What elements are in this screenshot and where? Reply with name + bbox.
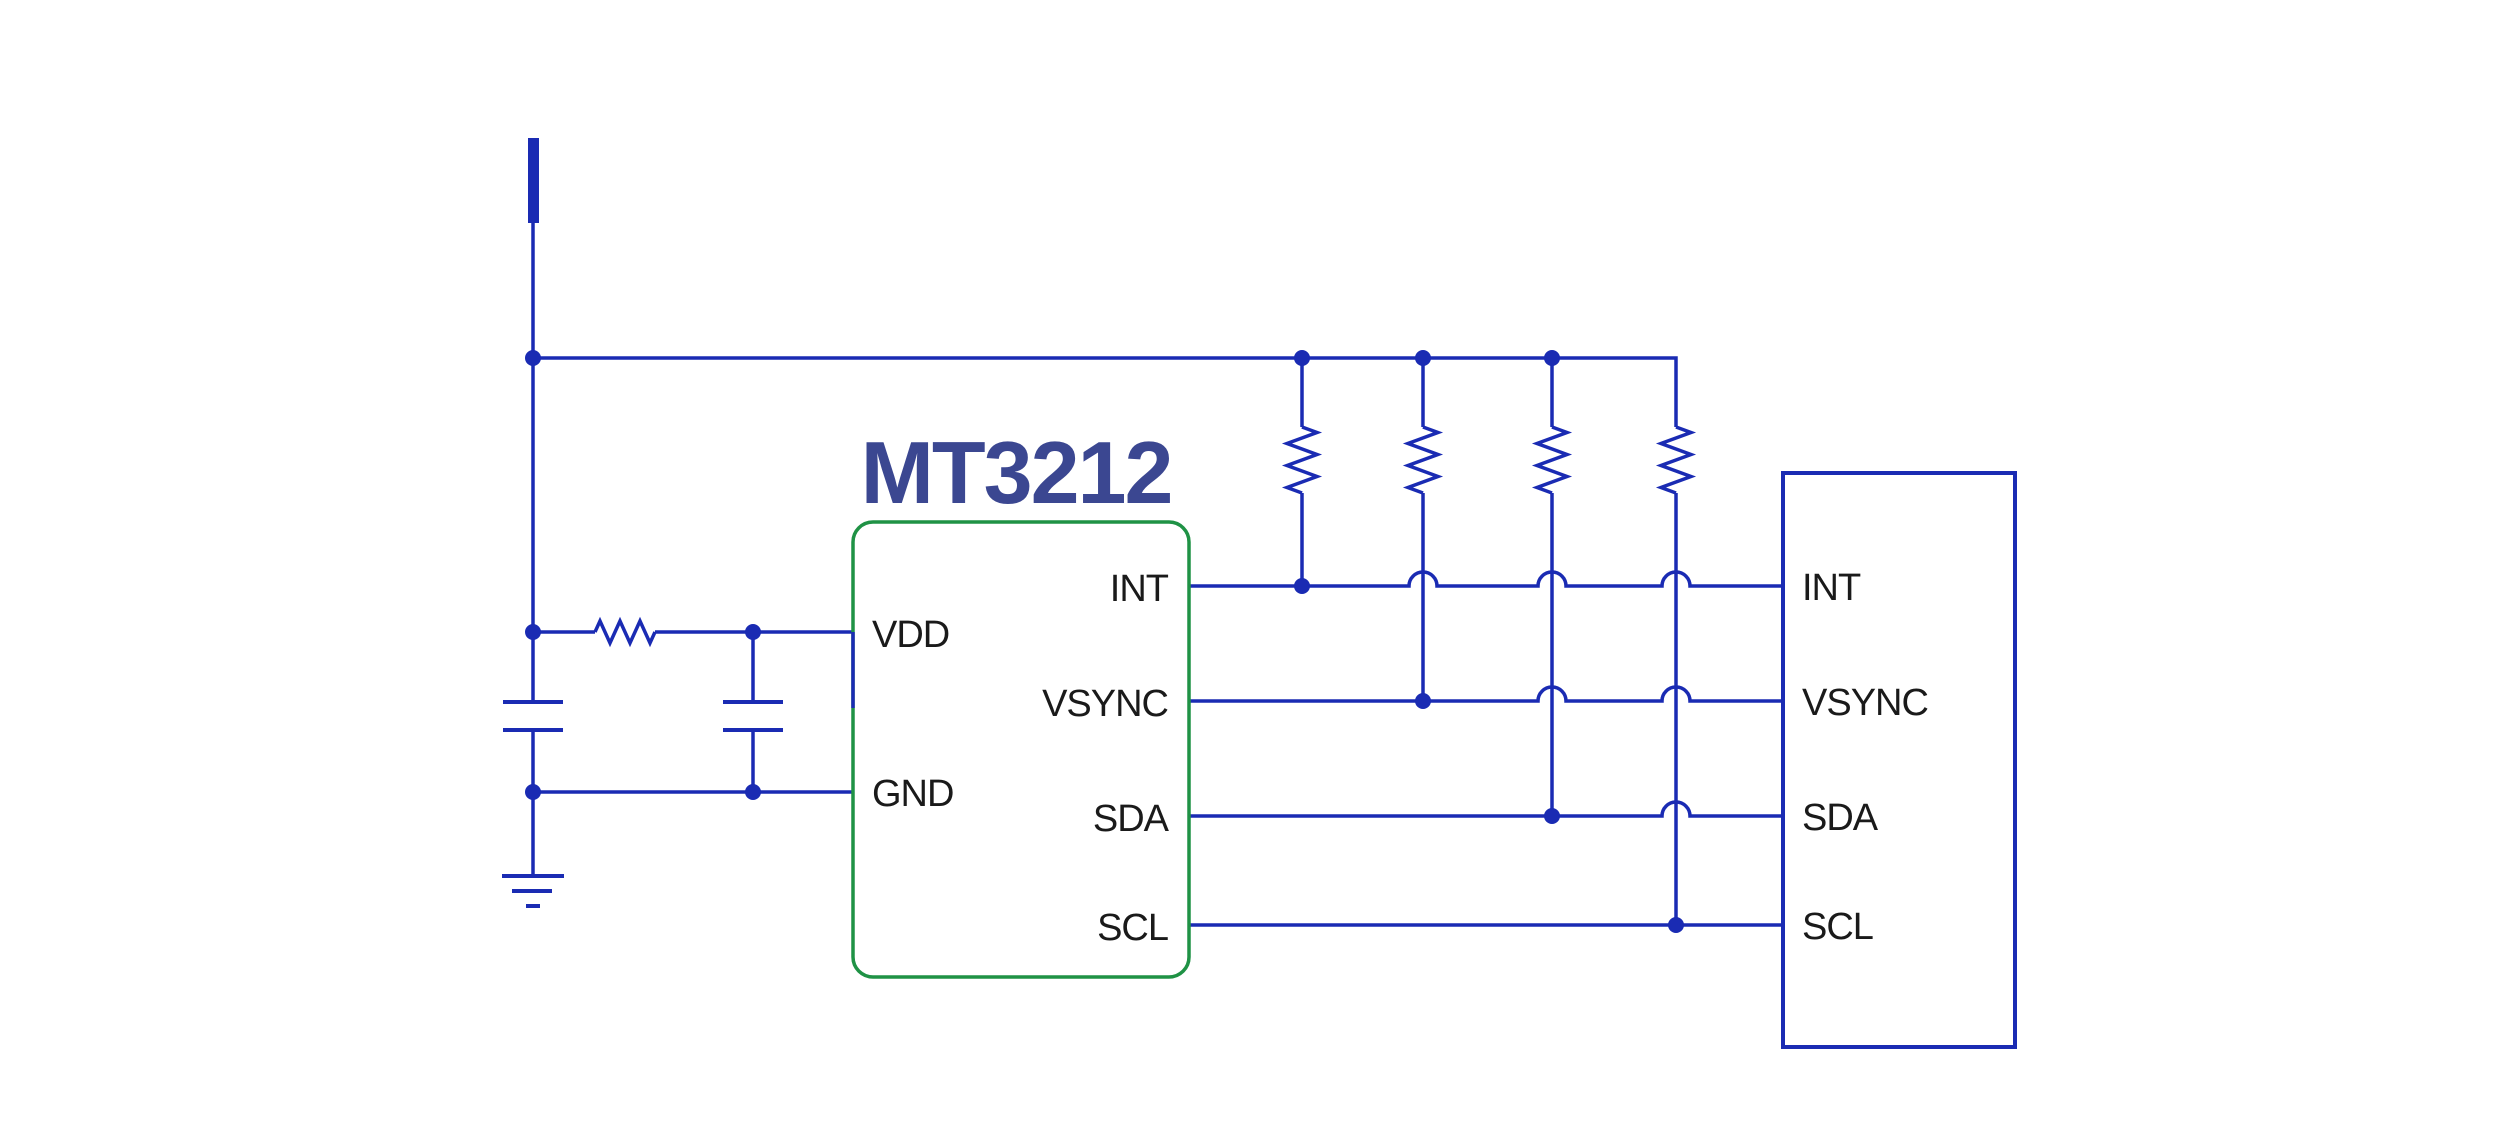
chip-pin-gnd: GND xyxy=(872,773,953,815)
chip-pin-sda: SDA xyxy=(1093,798,1170,840)
junction-dot-icon xyxy=(1294,578,1310,594)
series-resistor xyxy=(533,616,853,648)
junction-dot-icon xyxy=(1415,693,1431,709)
vsync-wire xyxy=(1189,685,1783,703)
junction-dot-icon xyxy=(745,624,761,640)
connector-pin-vsync: VSYNC xyxy=(1802,682,1928,724)
resistor-icon xyxy=(1402,425,1444,495)
chip-box xyxy=(851,520,1191,979)
pullup-resistor-2 xyxy=(1402,358,1444,701)
junction-dot-icon xyxy=(745,784,761,800)
chip-pin-vsync: VSYNC xyxy=(1042,683,1168,725)
chip-pin-vdd: VDD xyxy=(872,614,949,656)
junction-dots xyxy=(525,350,1684,933)
connector-pin-sda: SDA xyxy=(1802,797,1879,839)
junction-dot-icon xyxy=(1415,350,1431,366)
resistor-icon xyxy=(1531,425,1573,495)
resistor-icon xyxy=(1655,425,1697,495)
junction-dot-icon xyxy=(525,350,541,366)
pullup-resistor-1 xyxy=(1281,358,1323,586)
chip-pin-scl: SCL xyxy=(1097,907,1168,949)
junction-dot-icon xyxy=(1544,808,1560,824)
junction-dot-icon xyxy=(1668,917,1684,933)
power-bar-icon xyxy=(528,138,539,223)
connector-pin-scl: SCL xyxy=(1802,906,1873,948)
connector-box xyxy=(1781,471,2017,1049)
power-supply xyxy=(528,138,539,702)
capacitor-1 xyxy=(503,700,563,876)
chip-pin-int: INT xyxy=(1110,568,1169,610)
pullup-resistor-4 xyxy=(1655,425,1697,925)
pullup-resistor-3 xyxy=(1531,358,1573,816)
junction-dot-icon xyxy=(525,624,541,640)
junction-dot-icon xyxy=(1294,350,1310,366)
power-rail-wire xyxy=(533,356,1678,427)
sda-wire xyxy=(1189,800,1783,818)
int-wire xyxy=(1189,570,1783,588)
resistor-icon xyxy=(593,616,657,648)
capacitor-2 xyxy=(723,632,783,792)
junction-dot-icon xyxy=(525,784,541,800)
chip-title: MT3212 xyxy=(861,423,1172,522)
ground-icon xyxy=(502,874,564,908)
junction-dot-icon xyxy=(1544,350,1560,366)
resistor-icon xyxy=(1281,425,1323,495)
connector-pin-int: INT xyxy=(1802,567,1861,609)
